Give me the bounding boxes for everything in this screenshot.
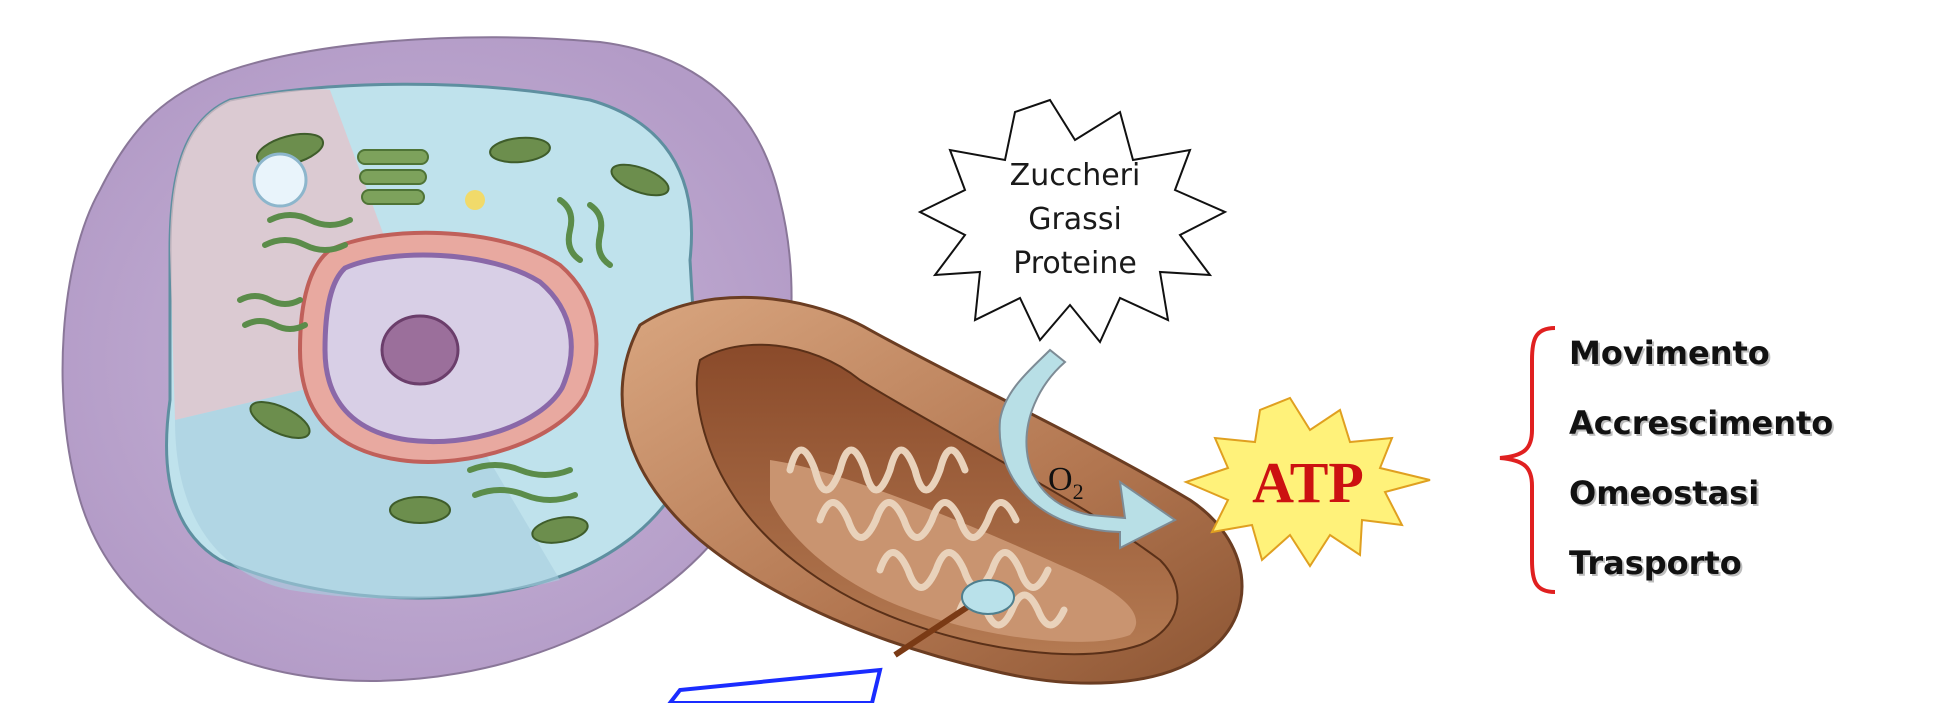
oxygen-symbol: O	[1048, 461, 1073, 498]
lysosome	[465, 190, 485, 210]
use-homeostasis: Omeostasi	[1569, 474, 1759, 512]
oxygen-subscript: 2	[1073, 479, 1084, 504]
use-growth: Accrescimento	[1569, 404, 1833, 442]
use-transport: Trasporto	[1569, 544, 1742, 582]
vacuole	[254, 154, 306, 206]
input-proteins: Proteine	[1013, 246, 1137, 281]
use-movement: Movimento	[1569, 334, 1770, 372]
callout-box	[670, 670, 880, 703]
golgi-bodies	[358, 150, 428, 204]
mitochondrion-illustration	[622, 297, 1242, 683]
uses-list: Movimento Movimento Accrescimento Accres…	[1569, 334, 1835, 584]
input-fats: Grassi	[1028, 202, 1122, 237]
callout-focus-circle	[962, 580, 1014, 614]
uses-brace	[1500, 328, 1555, 592]
input-sugars: Zuccheri	[1010, 158, 1141, 193]
nucleolus	[382, 316, 458, 384]
atp-label: ATP	[1252, 450, 1364, 515]
nutrient-burst: Zuccheri Grassi Proteine	[920, 100, 1225, 342]
